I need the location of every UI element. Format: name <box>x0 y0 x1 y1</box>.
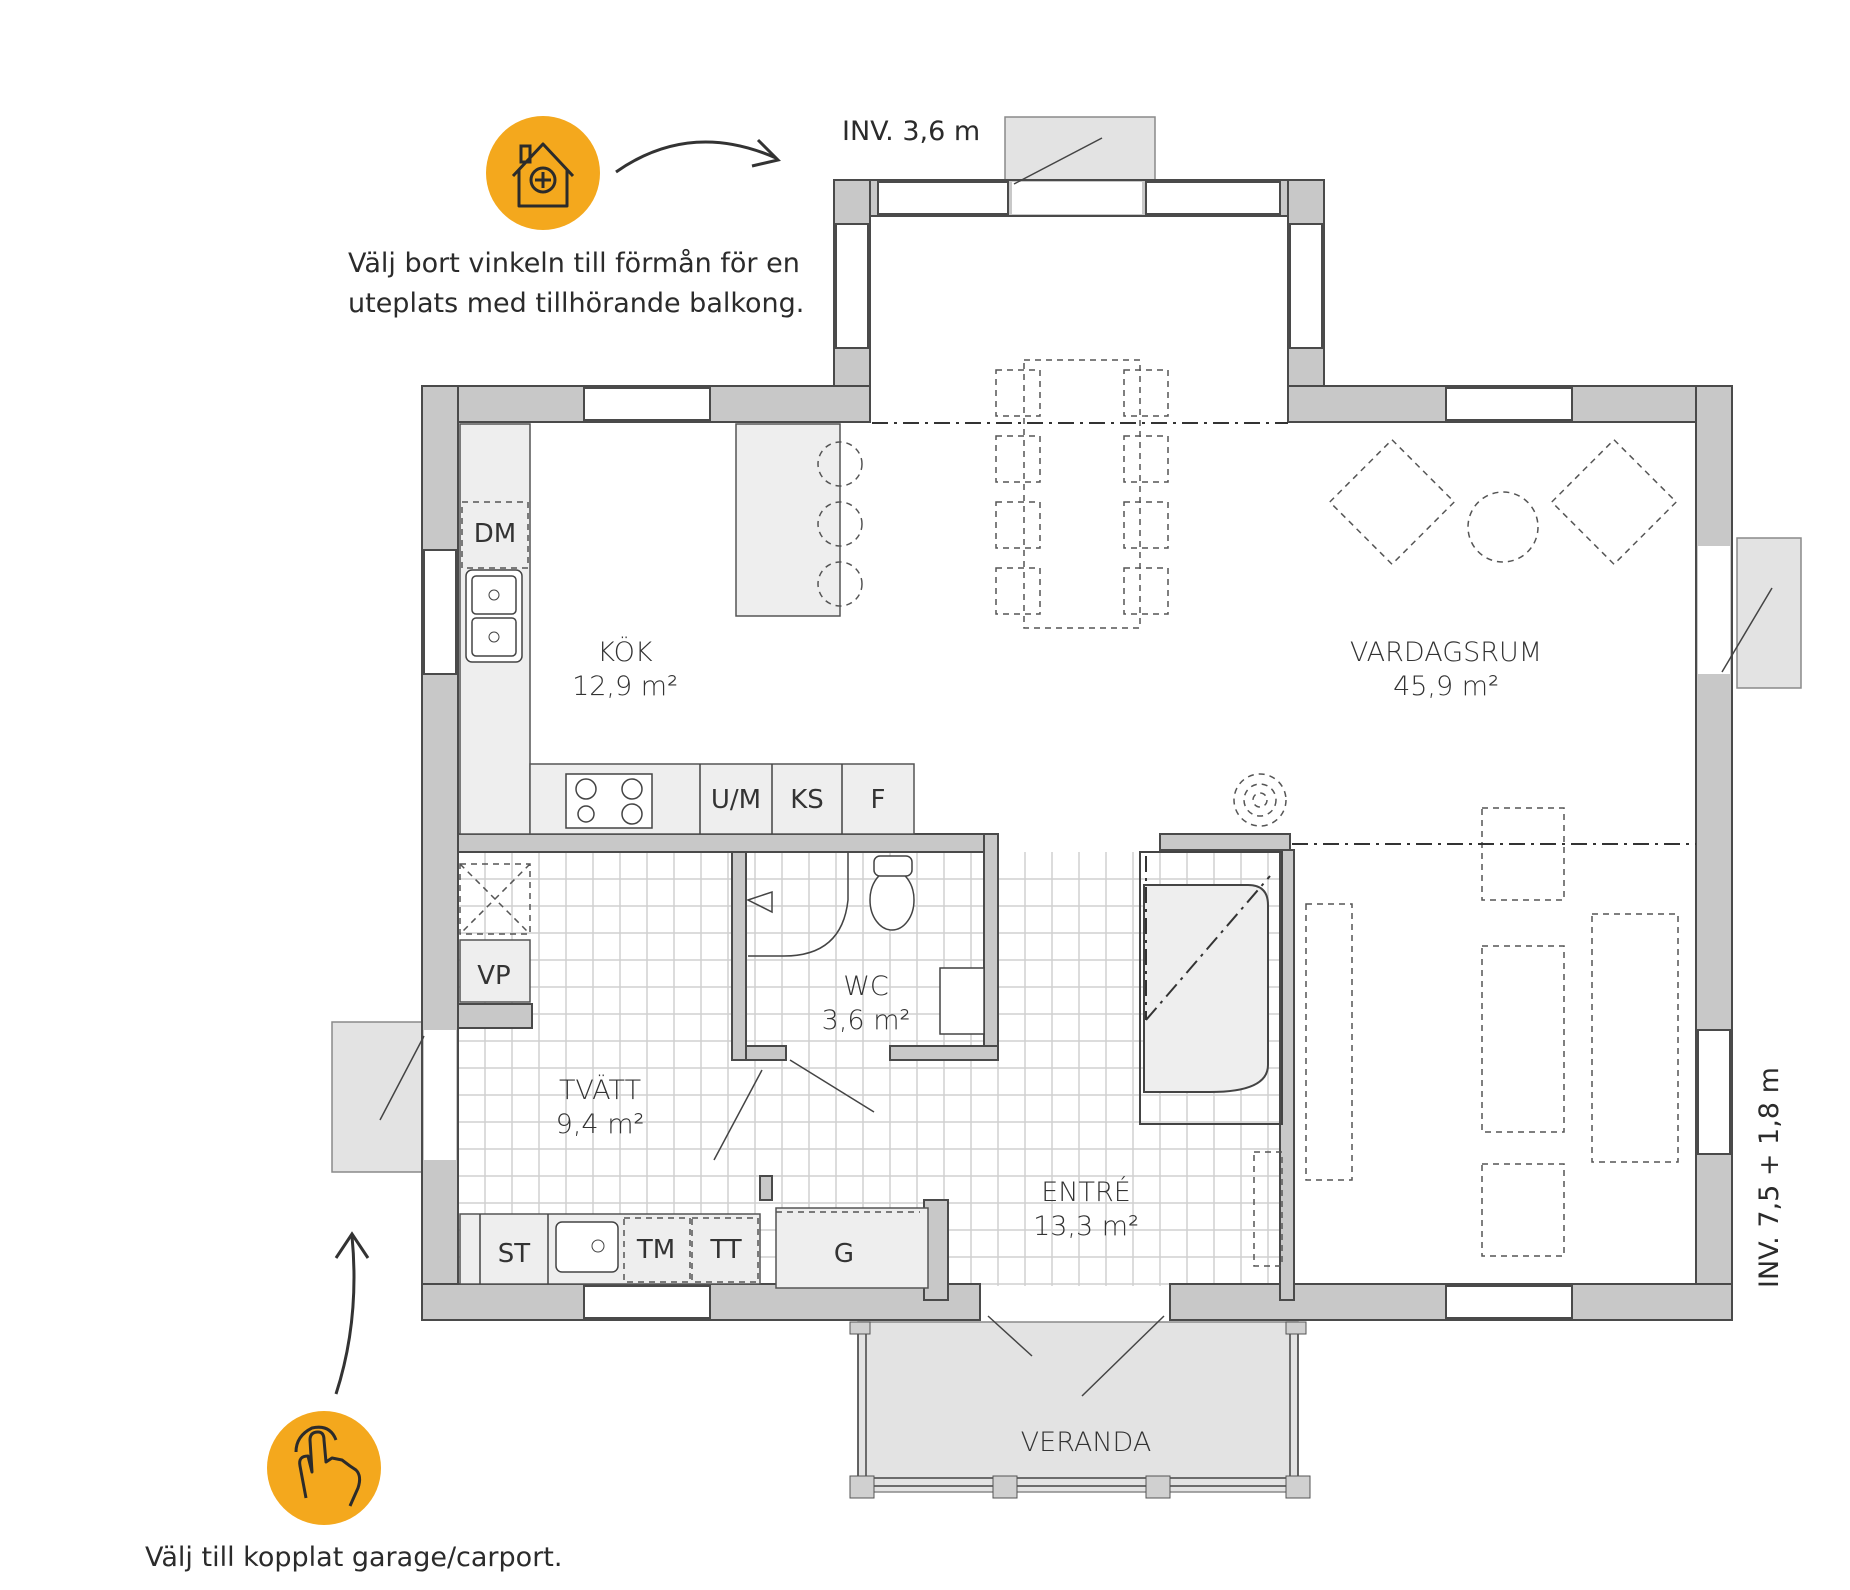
vinkel-note-line1: Välj bort vinkeln till förmån för en <box>348 248 800 279</box>
room-entre-name: ENTRÉ <box>1041 1176 1131 1208</box>
windows <box>423 181 1731 1319</box>
staircase <box>1139 851 1283 1125</box>
right-entrance-step <box>1736 537 1802 689</box>
stove-fireplace <box>1233 773 1287 827</box>
veranda <box>849 1321 1311 1499</box>
vinkel-note-line2: uteplats med tillhörande balkong. <box>348 288 804 319</box>
label-tt: TT <box>709 1235 741 1265</box>
armchairs-and-table <box>1328 438 1678 566</box>
room-vardagsrum-name: VARDAGSRUM <box>1350 637 1542 668</box>
hand-pointer-icon <box>267 1411 381 1525</box>
sofa-group <box>1305 807 1679 1257</box>
room-tvatt-area: 9,4 m² <box>556 1109 645 1140</box>
room-kok-area: 12,9 m² <box>572 671 678 702</box>
label-g: G <box>834 1239 854 1269</box>
entrance-label-top: INV. 3,6 m <box>842 116 980 147</box>
garage-note: Välj till kopplat garage/carport. <box>145 1542 562 1573</box>
dining-table <box>995 359 1169 629</box>
dishwasher <box>461 501 529 569</box>
label-f: F <box>871 785 886 815</box>
room-wc-name: WC <box>843 971 889 1002</box>
label-um: U/M <box>711 785 761 815</box>
bar-stools <box>817 441 863 607</box>
sink-double <box>465 569 523 663</box>
wc-fixtures <box>746 852 985 1035</box>
kitchen-counter <box>459 423 915 835</box>
laundry-fixtures <box>459 863 929 1289</box>
arrow-icon <box>334 1231 370 1395</box>
stove <box>565 773 653 829</box>
left-entrance-step <box>331 1021 425 1173</box>
house-plus-icon <box>486 116 600 230</box>
label-ks: KS <box>790 785 824 815</box>
doors <box>379 137 1773 1397</box>
label-dm: DM <box>474 519 516 549</box>
room-tvatt-name: TVÄTT <box>559 1074 641 1106</box>
entrance-label-right: INV. 7,5 + 1,8 m <box>1754 1067 1785 1288</box>
label-vp: VP <box>477 961 510 991</box>
arrow-icon <box>615 138 781 174</box>
room-entre-area: 13,3 m² <box>1033 1211 1139 1242</box>
room-wc-area: 3,6 m² <box>822 1005 911 1036</box>
label-st: ST <box>498 1239 531 1269</box>
shoe-rack <box>1253 1151 1283 1267</box>
room-vardagsrum-area: 45,9 m² <box>1393 671 1499 702</box>
room-kok-name: KÖK <box>597 636 652 668</box>
label-tm: TM <box>636 1235 675 1265</box>
room-veranda-name: VERANDA <box>1021 1427 1152 1458</box>
